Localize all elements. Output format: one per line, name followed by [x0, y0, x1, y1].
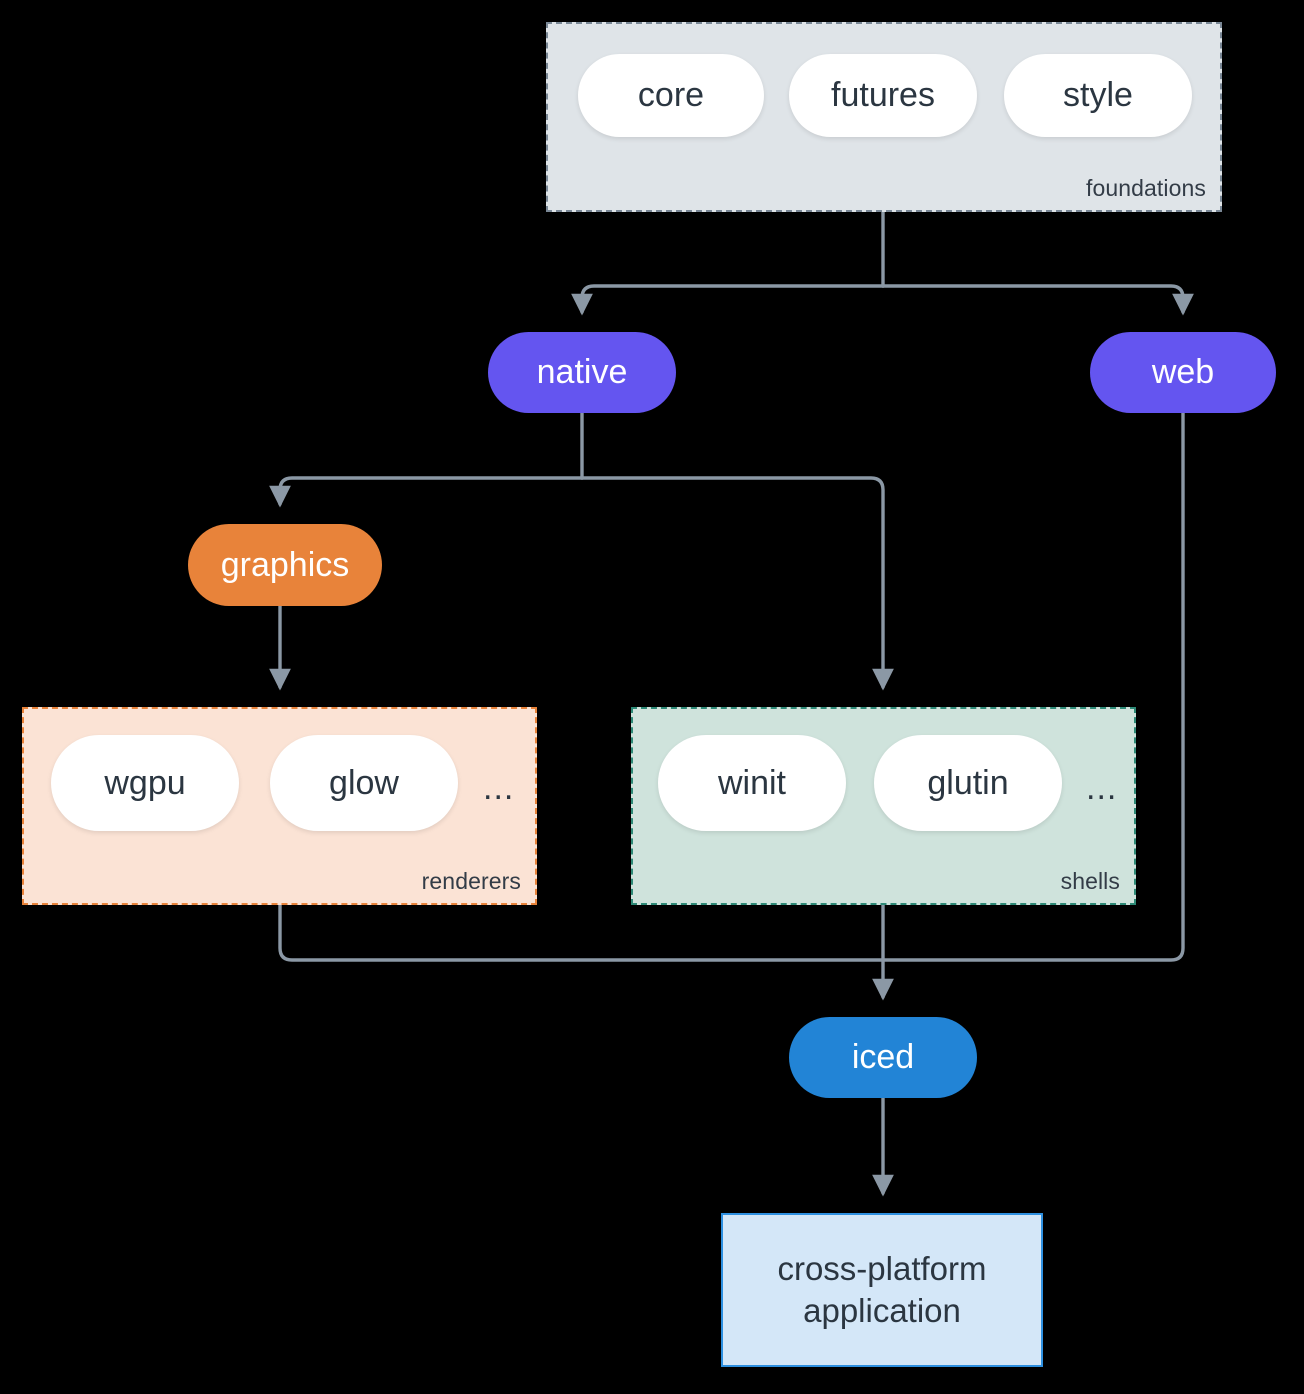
pill-style-label: style [1063, 76, 1133, 114]
edge-renderers-to-iced [278, 903, 885, 962]
node-cross-platform-application[interactable]: cross-platform application [721, 1213, 1043, 1367]
pill-glow-label: glow [329, 763, 399, 802]
pill-core-label: core [637, 76, 705, 114]
edge-native-to-shells [580, 476, 894, 691]
pill-wgpu-label: wgpu [104, 763, 186, 802]
pill-winit[interactable]: winit [658, 735, 846, 831]
group-renderers: wgpu glow ... renderers [22, 707, 537, 905]
shells-more-indicator: ... [1086, 769, 1118, 807]
renderers-more-indicator: ... [483, 769, 515, 807]
edge-foundations-to-native [571, 284, 885, 316]
pill-glutin-label: glutin [927, 763, 1009, 802]
node-graphics[interactable]: graphics [188, 524, 382, 606]
application-label-line2: application [803, 1292, 961, 1329]
group-renderers-label: renderers [421, 868, 521, 894]
node-iced-label: iced [851, 1038, 915, 1076]
edge-foundations-to-web [881, 284, 1194, 316]
edge-native-to-graphics [269, 476, 584, 508]
pill-glow[interactable]: glow [270, 735, 458, 831]
node-graphics-label: graphics [220, 545, 350, 584]
pill-winit-label: winit [717, 763, 787, 802]
pill-wgpu[interactable]: wgpu [51, 735, 239, 831]
group-foundations-label: foundations [1085, 175, 1206, 201]
node-iced[interactable]: iced [789, 1017, 977, 1098]
pill-core[interactable]: core [578, 54, 764, 137]
group-shells-label: shells [1060, 868, 1120, 894]
pill-glutin[interactable]: glutin [874, 735, 1062, 831]
application-label-line1: cross-platform [777, 1249, 987, 1287]
pill-futures-label: futures [831, 76, 935, 114]
group-shells: winit glutin ... shells [631, 707, 1136, 905]
group-foundations: core futures style foundations [546, 22, 1222, 212]
node-native-label: native [536, 353, 628, 391]
node-web-label: web [1151, 353, 1215, 391]
node-native[interactable]: native [488, 332, 676, 413]
pill-futures[interactable]: futures [789, 54, 977, 137]
node-web[interactable]: web [1090, 332, 1276, 413]
pill-style[interactable]: style [1004, 54, 1192, 137]
